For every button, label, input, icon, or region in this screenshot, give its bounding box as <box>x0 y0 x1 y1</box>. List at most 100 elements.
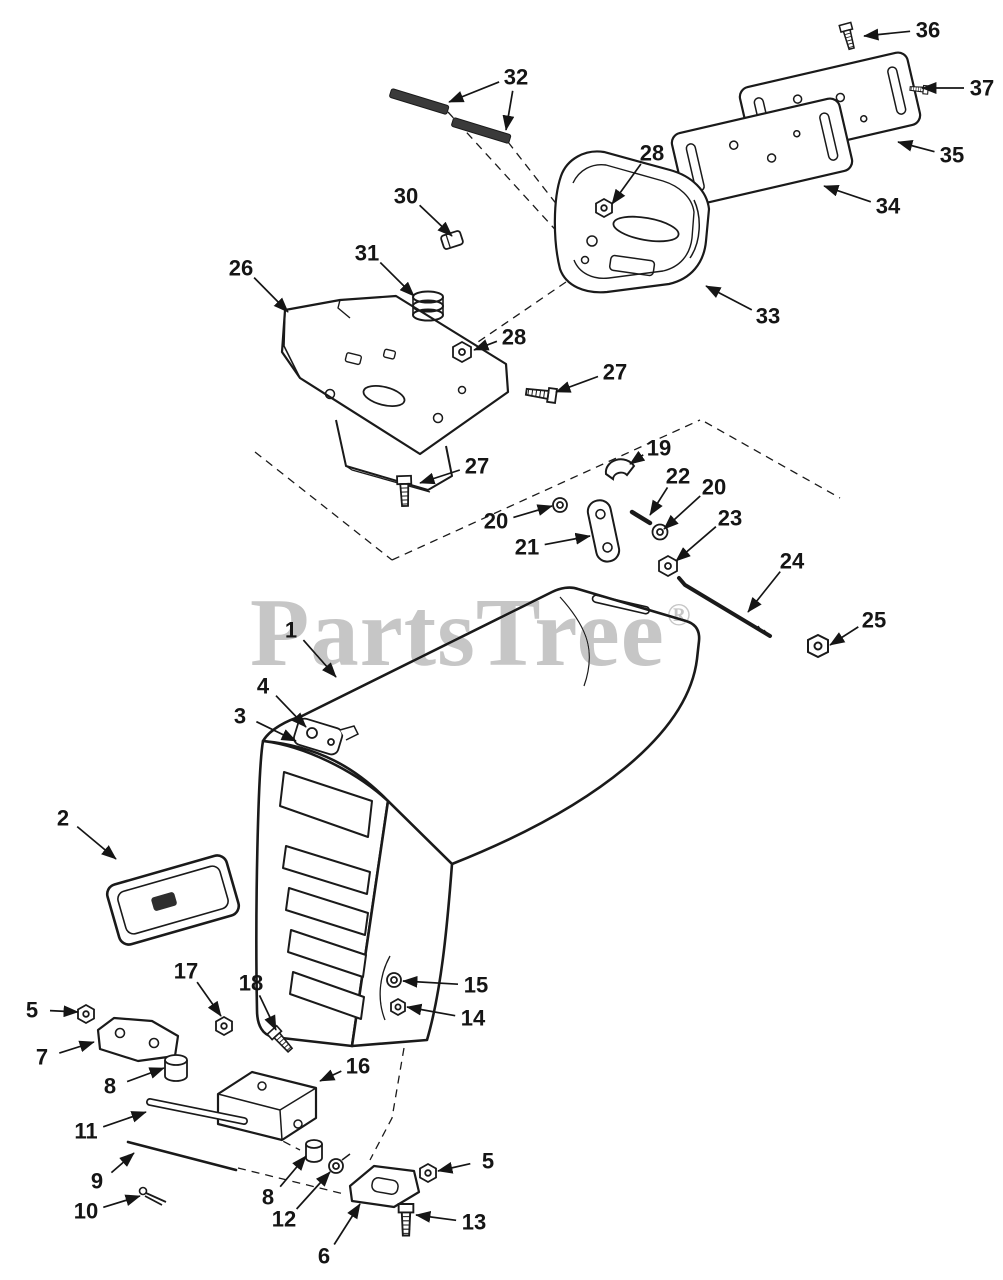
callout-36: 36 <box>916 18 940 43</box>
cotter-pin-10 <box>138 1186 167 1206</box>
callout-20: 20 <box>702 475 726 500</box>
leader-line-21 <box>544 532 591 546</box>
callout-35: 35 <box>940 143 964 168</box>
latch-bracket-6 <box>348 1164 421 1209</box>
callout-16: 16 <box>346 1054 370 1079</box>
callout-20: 20 <box>484 509 508 534</box>
leader-line-11 <box>102 1111 147 1128</box>
spring-31 <box>412 290 444 322</box>
console-33 <box>553 150 711 294</box>
callout-10: 10 <box>74 1199 98 1224</box>
leader-line-33 <box>705 285 753 311</box>
leader-line-15 <box>402 975 459 988</box>
leader-line-27 <box>419 469 461 485</box>
leader-line-7 <box>59 1040 95 1054</box>
leader-line-23 <box>675 526 717 562</box>
callout-33: 33 <box>756 304 780 329</box>
callout-25: 25 <box>862 608 886 633</box>
leader-line-32 <box>448 81 500 103</box>
nut-17 <box>215 1015 233 1037</box>
callout-2: 2 <box>57 806 69 831</box>
hood-top-surface <box>261 586 701 866</box>
callout-13: 13 <box>462 1210 486 1235</box>
callout-12: 12 <box>272 1207 296 1232</box>
nut-23 <box>658 554 678 578</box>
screw-36-part <box>838 21 859 51</box>
rod-11 <box>146 1098 248 1125</box>
callout-21: 21 <box>515 535 539 560</box>
leader-line-4 <box>275 695 307 728</box>
screw-5-right <box>419 1162 437 1184</box>
leader-line-13 <box>415 1210 457 1223</box>
trim-strips-32 <box>389 88 512 144</box>
leader-line-32 <box>502 90 515 131</box>
leader-line-3 <box>256 720 297 742</box>
bracket-26 <box>280 294 510 493</box>
leader-line-36 <box>863 28 911 41</box>
leader-line-1 <box>302 639 337 678</box>
callout-23: 23 <box>718 506 742 531</box>
callout-28: 28 <box>640 141 664 166</box>
callout-24: 24 <box>780 549 805 574</box>
rod-24 <box>677 576 772 638</box>
leader-line-20 <box>663 495 701 530</box>
leader-line-12 <box>295 1171 331 1210</box>
callout-22: 22 <box>666 464 690 489</box>
nut-25 <box>807 633 829 659</box>
leader-line-27 <box>555 375 599 393</box>
callout-30: 30 <box>394 184 418 209</box>
callout-37: 37 <box>970 76 994 101</box>
latch-plate-21 <box>586 499 621 563</box>
bushing-20-left <box>552 497 568 513</box>
grille-slats <box>279 771 373 1020</box>
bushing-8-bottom <box>305 1139 323 1163</box>
callout-28: 28 <box>502 325 526 350</box>
callout-9: 9 <box>91 1169 103 1194</box>
washer-12 <box>328 1153 351 1174</box>
channel-16 <box>216 1070 318 1142</box>
rod-9 <box>126 1140 238 1172</box>
bushing-8-top <box>164 1054 188 1082</box>
callout-32: 32 <box>504 65 528 90</box>
leader-line-19 <box>629 450 646 465</box>
latch-cap-19 <box>604 458 636 481</box>
clip-30 <box>440 230 464 250</box>
leader-line-18 <box>258 995 277 1031</box>
callout-14: 14 <box>461 1006 486 1031</box>
hood-side-skirt <box>350 799 454 1048</box>
leader-line-8 <box>126 1067 165 1083</box>
screw-13 <box>397 1203 415 1237</box>
leader-line-16 <box>319 1069 342 1082</box>
leader-line-28 <box>611 163 642 205</box>
callout-11: 11 <box>74 1119 97 1144</box>
pin-22 <box>629 509 653 526</box>
leader-line-14 <box>406 1003 456 1017</box>
callout-27: 27 <box>465 454 489 479</box>
callout-5: 5 <box>26 998 38 1023</box>
leader-line-8 <box>279 1155 307 1188</box>
leader-line-9 <box>110 1152 135 1174</box>
callout-8: 8 <box>104 1074 116 1099</box>
callout-8: 8 <box>262 1185 274 1210</box>
construction-lines <box>237 111 841 1195</box>
callout-17: 17 <box>174 959 198 984</box>
callout-26: 26 <box>229 256 253 281</box>
callout-4: 4 <box>257 674 270 699</box>
callout-15: 15 <box>464 973 488 998</box>
leader-line-24 <box>747 571 781 613</box>
fastener-14 <box>390 997 406 1017</box>
leader-line-35 <box>897 139 935 153</box>
leader-line-5 <box>49 1005 79 1018</box>
screw-27-side <box>524 383 558 404</box>
callout-3: 3 <box>234 704 246 729</box>
screw-27-bottom <box>396 474 413 508</box>
grille-lens-2 <box>105 854 241 946</box>
leader-line-28 <box>473 339 498 351</box>
leader-line-34 <box>823 184 872 203</box>
nut-28-bracket <box>452 340 472 364</box>
leader-line-26 <box>253 277 289 313</box>
leader-line-20 <box>513 504 553 519</box>
